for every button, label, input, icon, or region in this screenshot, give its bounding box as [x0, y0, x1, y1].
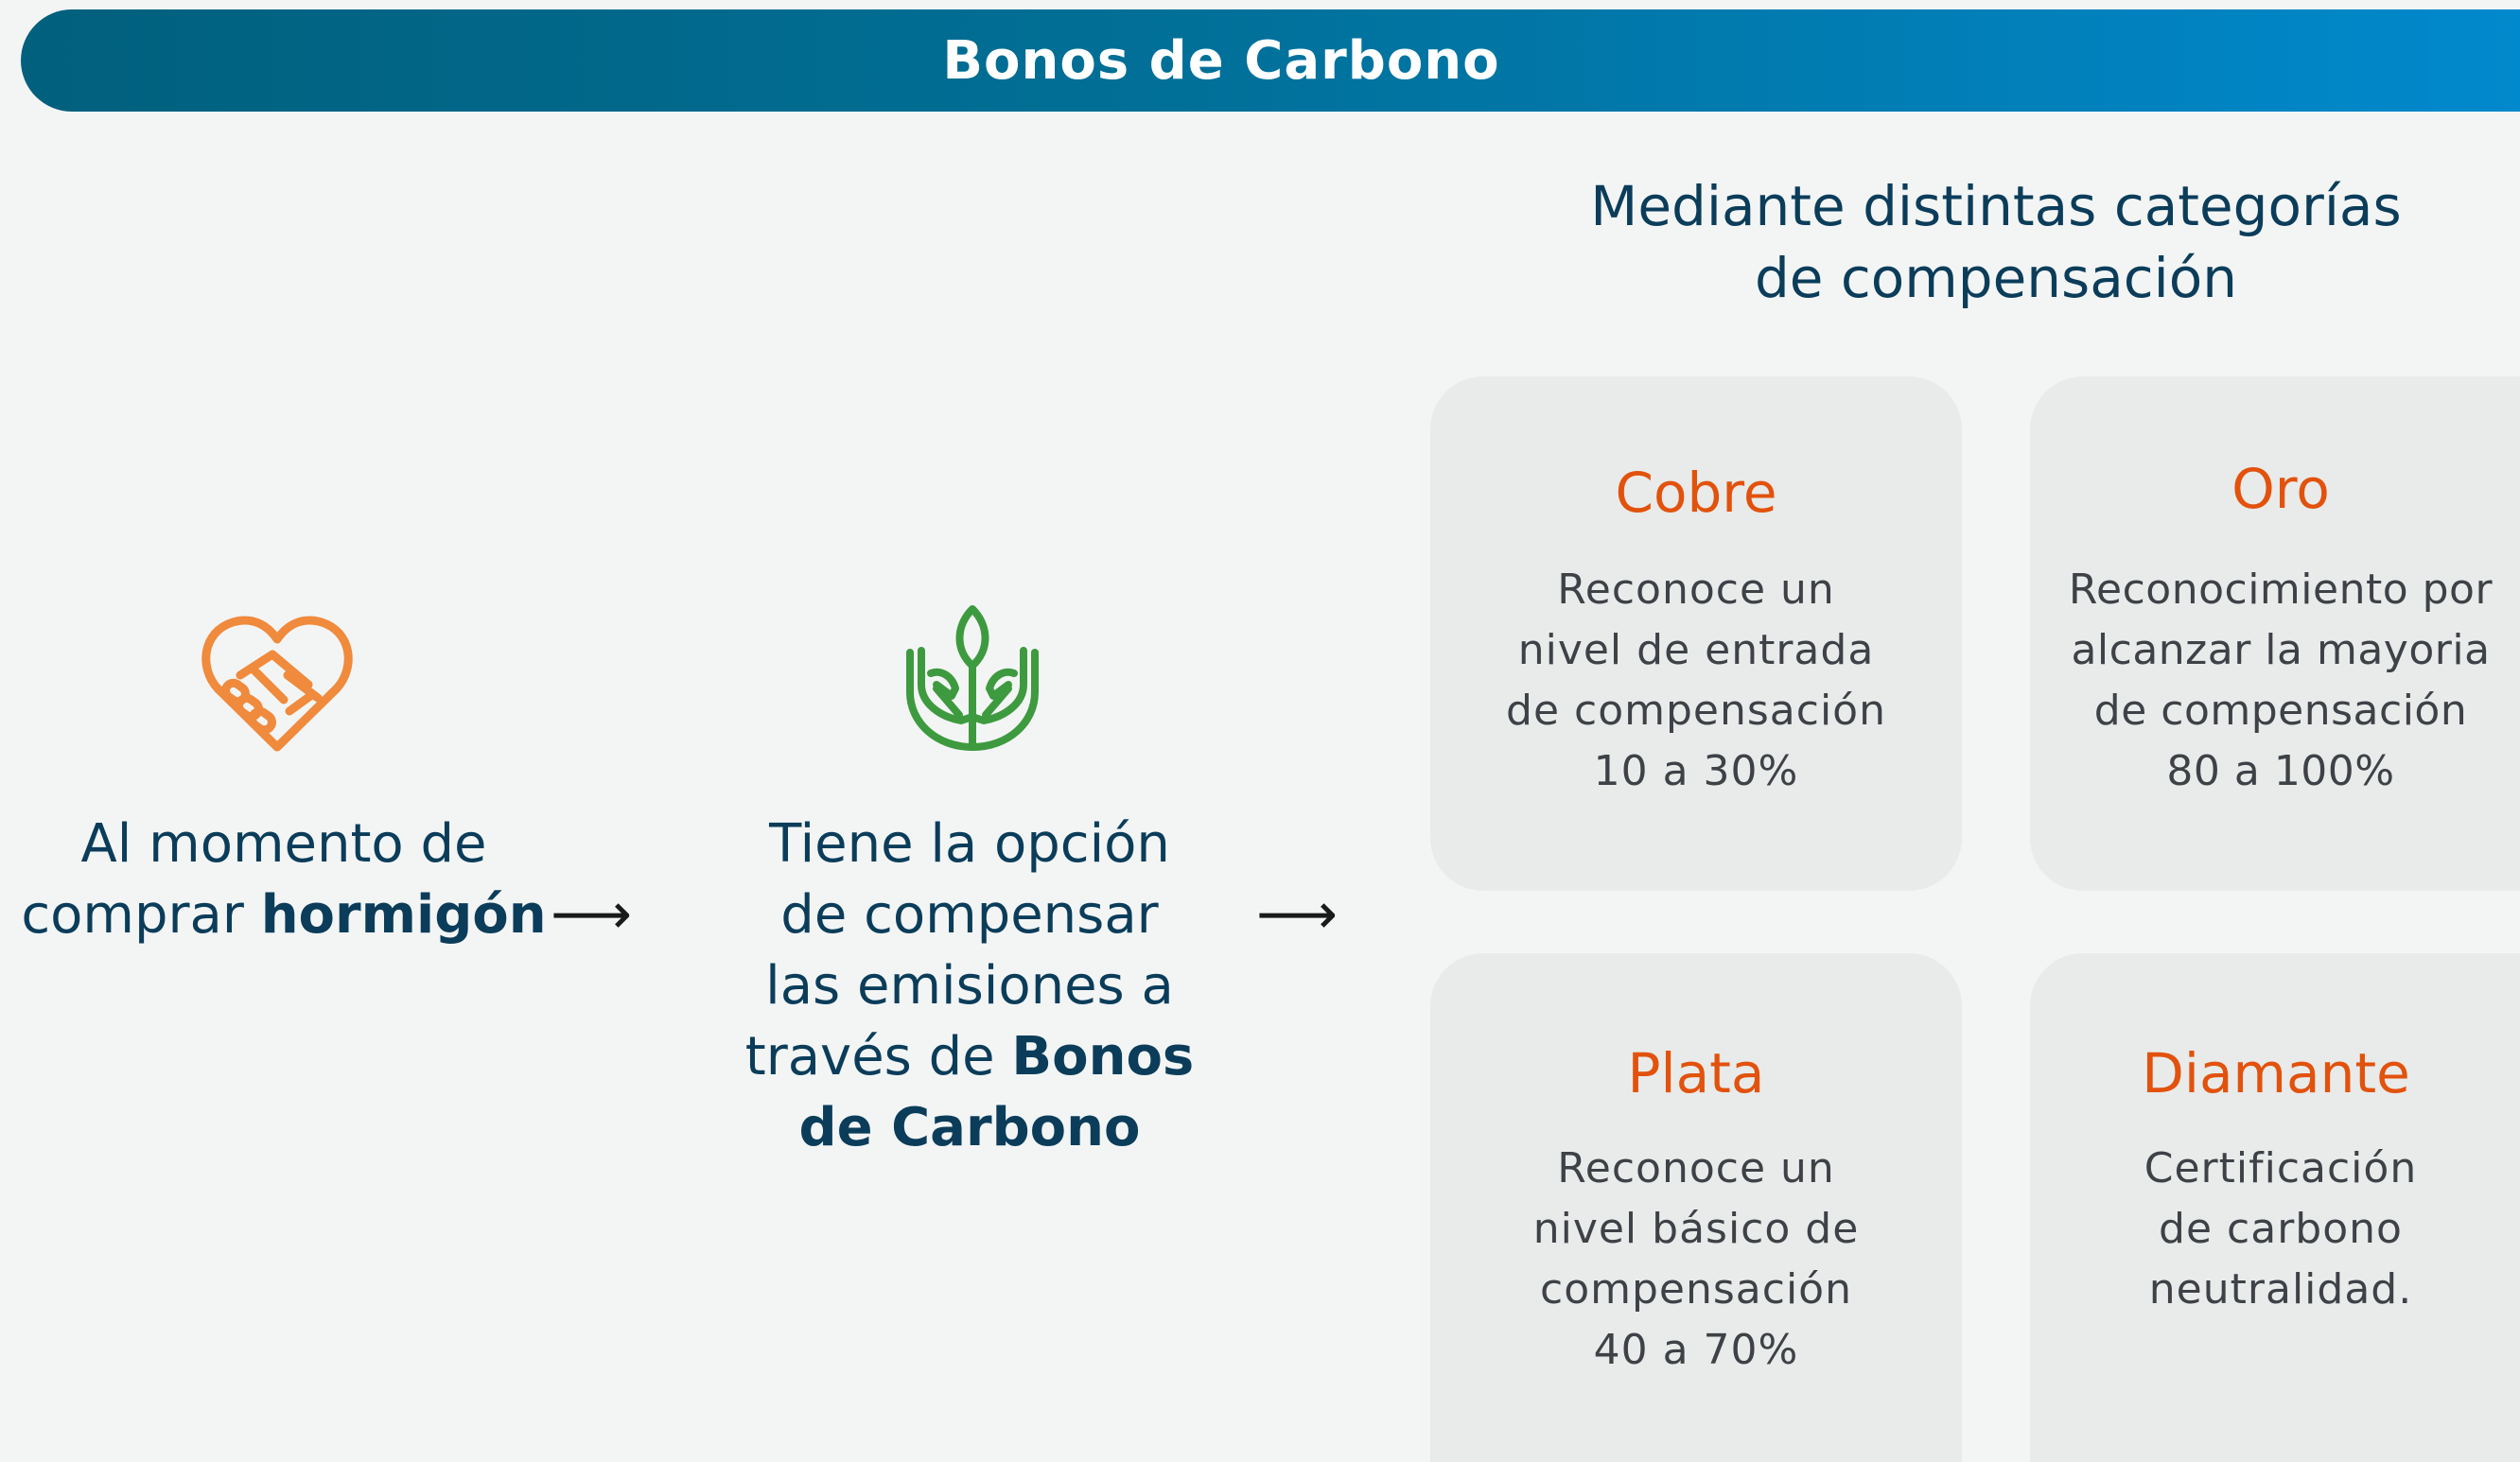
categories-subtitle: Mediante distintas categorías de compens… [1523, 170, 2469, 314]
plata-line-2: nivel básico de [1532, 1205, 1860, 1253]
category-description-cobre: Reconoce un nivel de entrada de compensa… [1430, 560, 1962, 802]
arrow-1: ⟶ [551, 881, 633, 948]
category-title-oro: Oro [2231, 457, 2330, 521]
category-title-plata: Plata [1627, 1041, 1765, 1105]
arrow-2: ⟶ [1256, 881, 1339, 948]
page-title: Bonos de Carbono [942, 29, 1500, 92]
header-banner: Bonos de Carbono [21, 9, 2520, 112]
category-card-diamante: Diamante Certificación de carbono neutra… [2030, 953, 2520, 1462]
step2-line-3: las emisiones a [765, 955, 1174, 1017]
step2-line-5: de Carbono [728, 1092, 1211, 1163]
diamante-line-1: Certificación [2144, 1144, 2418, 1192]
oro-line-1: Reconocimiento por [2068, 566, 2494, 614]
plata-line-1: Reconoce un [1557, 1144, 1835, 1192]
step2-line-2: de compensar [780, 884, 1159, 946]
category-card-oro: Oro Reconocimiento por alcanzar la mayor… [2030, 376, 2520, 891]
cobre-line-2: nivel de entrada [1517, 626, 1875, 674]
step-buy-concrete: Al momento de comprar hormigón [19, 809, 549, 950]
step2-line-5-bold: de Carbono [798, 1097, 1141, 1158]
step1-line-2: comprar hormigón [19, 879, 549, 950]
step2-line-4-bold: Bonos [1011, 1026, 1195, 1088]
category-description-oro: Reconocimiento por alcanzar la mayoria d… [2030, 560, 2520, 802]
handshake-heart-icon [197, 605, 358, 757]
cobre-line-3: de compensación [1506, 687, 1886, 735]
step2-line-4: través de Bonos [728, 1021, 1211, 1092]
category-description-plata: Reconoce un nivel básico de compensación… [1430, 1139, 1962, 1381]
oro-line-3: de compensación [2093, 687, 2468, 735]
plata-line-4: 40 a 70% [1593, 1326, 1799, 1374]
step2-line-4-text: través de [744, 1026, 1012, 1088]
category-title-diamante: Diamante [2142, 1041, 2410, 1105]
category-card-plata: Plata Reconoce un nivel básico de compen… [1430, 953, 1962, 1462]
oro-line-2: alcanzar la mayoria [2071, 626, 2491, 674]
step1-line-2-text: comprar [21, 884, 261, 946]
cobre-line-4: 10 a 30% [1593, 747, 1799, 795]
category-description-diamante: Certificación de carbono neutralidad. [2030, 1139, 2520, 1320]
diamante-line-3: neutralidad. [2148, 1265, 2413, 1314]
subtitle-line-1: Mediante distintas categorías [1590, 174, 2402, 238]
step-compensate: Tiene la opción de compensar las emision… [728, 809, 1211, 1163]
category-card-cobre: Cobre Reconoce un nivel de entrada de co… [1430, 376, 1962, 891]
category-title-cobre: Cobre [1615, 461, 1777, 525]
plata-line-3: compensación [1540, 1265, 1852, 1314]
step1-line-2-bold: hormigón [260, 884, 547, 946]
step1-line-1: Al momento de [80, 813, 487, 875]
step2-line-1: Tiene la opción [769, 813, 1170, 875]
plant-hands-icon [899, 605, 1046, 753]
diamante-line-2: de carbono [2159, 1205, 2403, 1253]
subtitle-line-2: de compensación [1754, 246, 2238, 310]
cobre-line-1: Reconoce un [1557, 566, 1835, 614]
oro-line-4: 80 a 100% [2166, 747, 2395, 795]
